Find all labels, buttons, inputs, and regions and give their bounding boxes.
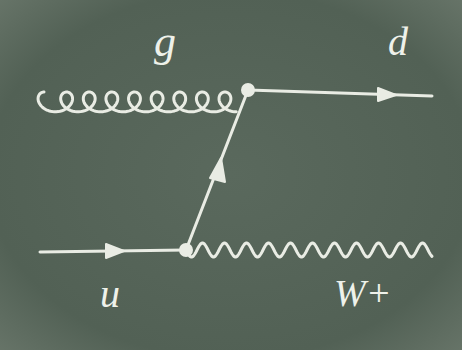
propagator-arrowhead [210, 158, 225, 182]
u-arrowhead [106, 244, 124, 258]
d-arrowhead [378, 88, 396, 101]
vertex-dot [242, 84, 254, 96]
vertex-dot [180, 244, 192, 256]
particle-label: g [150, 18, 180, 66]
particle-label: W+ [330, 272, 395, 314]
particle-label: d [384, 20, 412, 64]
particle-label: u [96, 272, 124, 316]
d-quark-line [248, 90, 432, 96]
propagator-line [186, 90, 248, 250]
gluon-line [38, 92, 236, 112]
w-boson-line [186, 243, 432, 257]
